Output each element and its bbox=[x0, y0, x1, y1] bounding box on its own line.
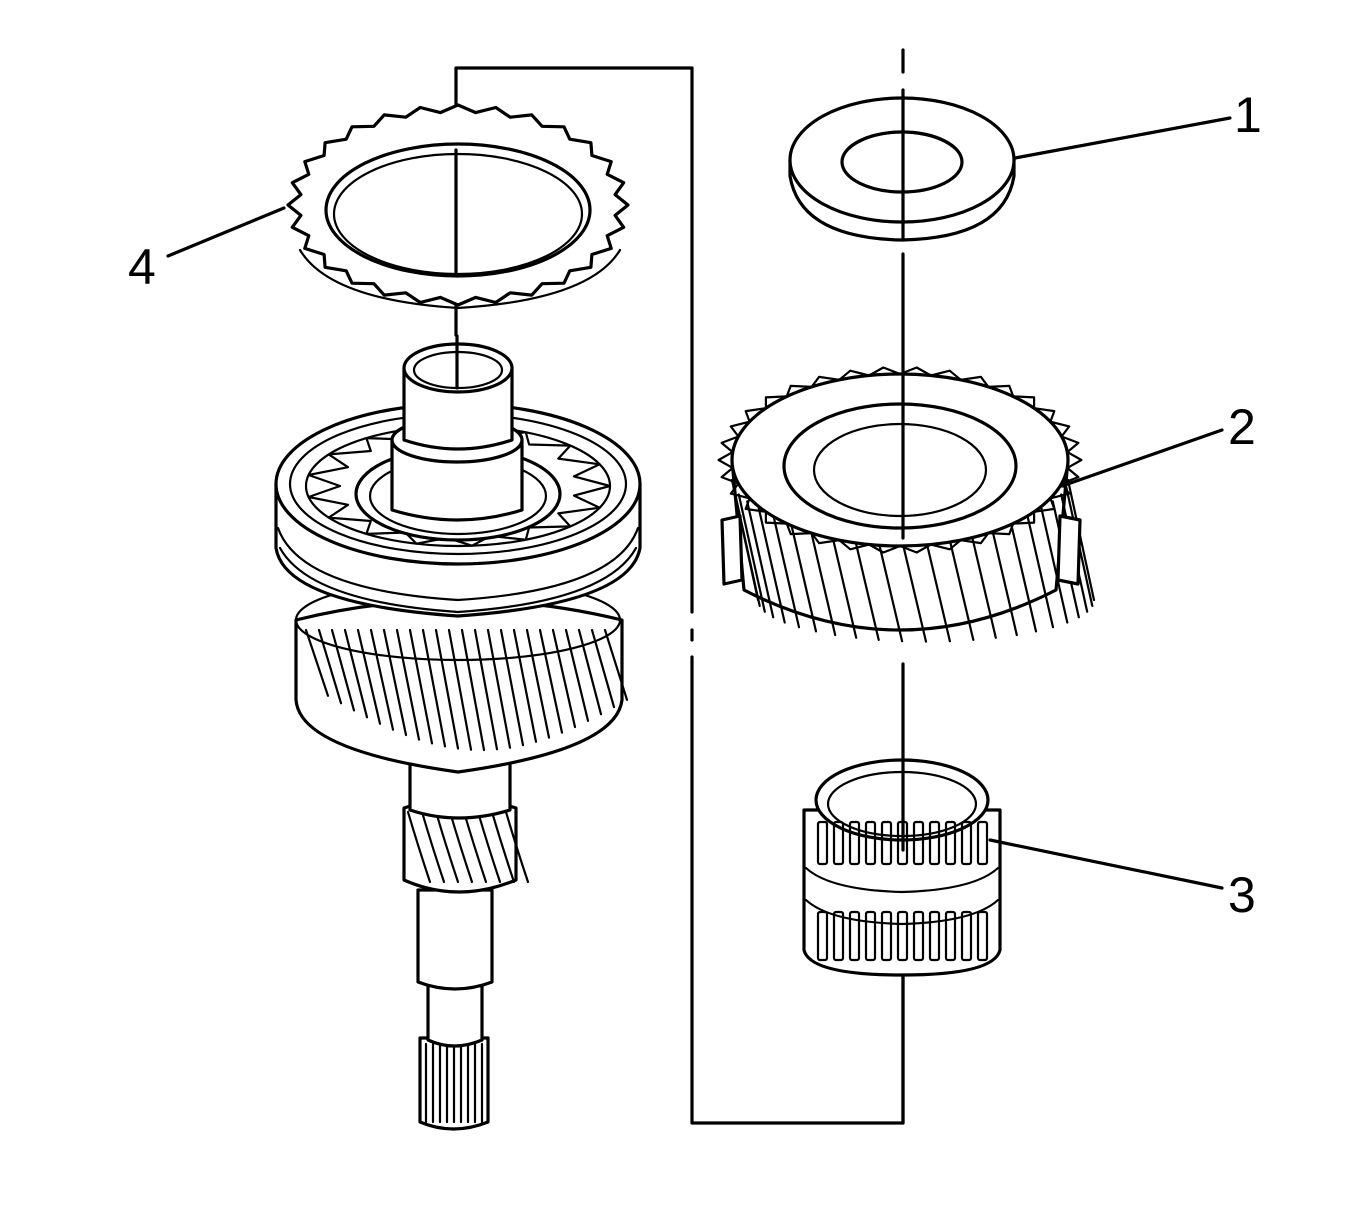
callout-1-label: 1 bbox=[1234, 87, 1262, 143]
needle-bearing-part-3 bbox=[802, 758, 1002, 977]
callout-3: 3 bbox=[988, 838, 1256, 923]
blocker-ring-part-4 bbox=[286, 103, 630, 310]
main-shaft-assembly bbox=[274, 334, 642, 1131]
large-helical-gear bbox=[294, 578, 629, 774]
callout-3-label: 3 bbox=[1228, 867, 1256, 923]
helical-pinion-gear bbox=[402, 797, 530, 894]
shaft-spline-end bbox=[418, 1036, 490, 1131]
callout-4-label: 4 bbox=[128, 239, 156, 295]
helical-gear-part-2 bbox=[717, 366, 1096, 643]
callout-1: 1 bbox=[1013, 87, 1262, 160]
callout-2: 2 bbox=[1060, 399, 1256, 488]
upper-shaft-journal bbox=[390, 342, 524, 522]
callout-2-label: 2 bbox=[1228, 399, 1256, 455]
callout-4: 4 bbox=[128, 206, 286, 295]
